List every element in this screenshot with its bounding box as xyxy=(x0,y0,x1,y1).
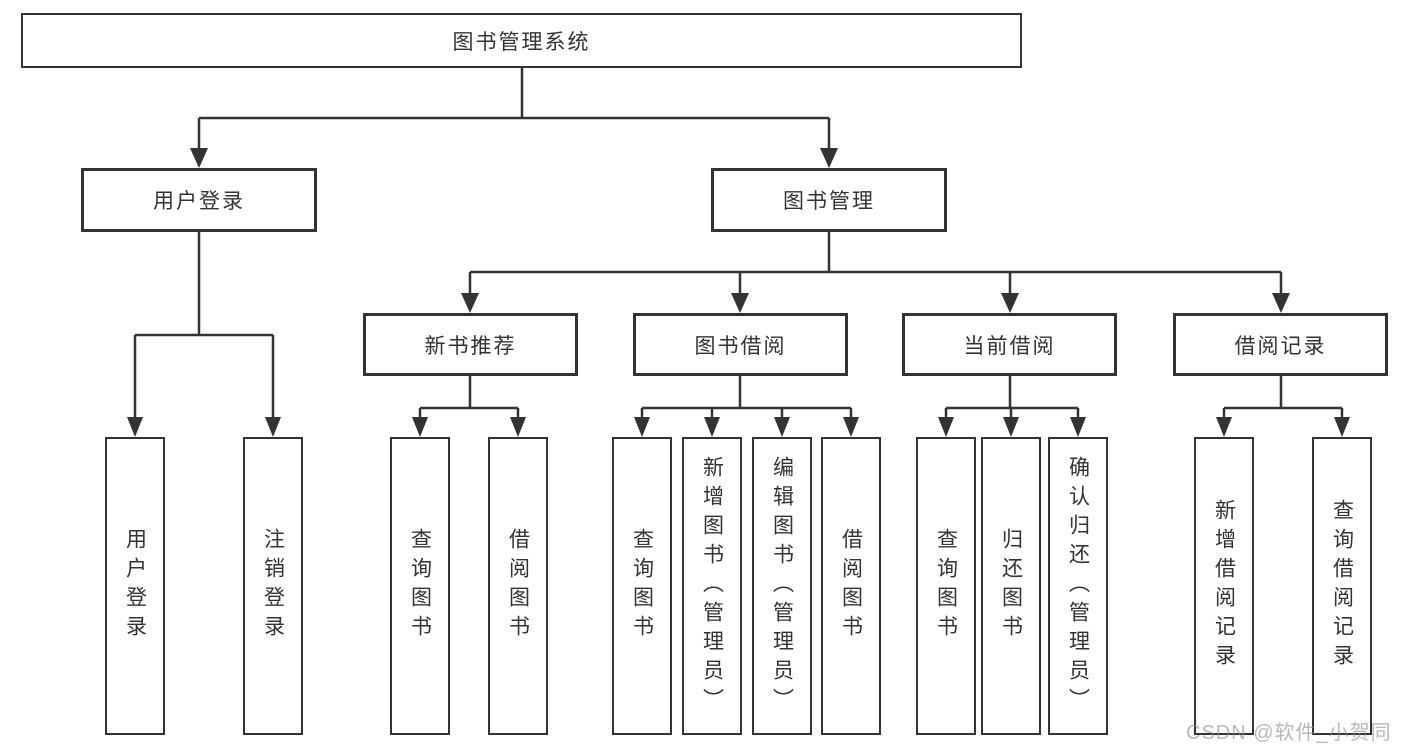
leaf-query-borrow-record: 查询借阅记录 xyxy=(1312,437,1372,735)
arrowhead-icon xyxy=(1070,417,1086,437)
arrowhead-icon xyxy=(1272,293,1290,313)
arrowhead-icon xyxy=(190,148,208,168)
leaf-label: 确认归还（管理员） xyxy=(1066,455,1090,717)
arrowhead-icon xyxy=(265,417,281,437)
arrowhead-icon xyxy=(634,417,650,437)
leaf-return-books: 归还图书 xyxy=(981,437,1041,735)
node-new-book-recommendation: 新书推荐 xyxy=(363,313,578,376)
connector-book-borrowing xyxy=(634,376,859,437)
node-label: 图书管理 xyxy=(783,190,875,213)
arrowhead-icon xyxy=(510,417,526,437)
leaf-label: 查询图书 xyxy=(630,528,654,644)
leaf-add-borrow-record: 新增借阅记录 xyxy=(1194,437,1254,735)
leaf-label: 新增图书（管理员） xyxy=(700,455,724,717)
connector-borrowing-records xyxy=(1216,376,1350,437)
connector-new-book-recommendation xyxy=(412,376,526,437)
arrowhead-icon xyxy=(938,417,954,437)
leaf-add-books-admin: 新增图书（管理员） xyxy=(682,437,742,735)
node-label: 当前借阅 xyxy=(963,334,1056,358)
leaf-label: 借阅图书 xyxy=(506,528,530,644)
node-book-management: 图书管理 xyxy=(711,168,947,232)
leaf-query-books-recommend: 查询图书 xyxy=(390,437,450,735)
connector-current-borrowing xyxy=(938,376,1086,437)
leaf-query-books-current: 查询图书 xyxy=(916,437,976,735)
node-label: 用户登录 xyxy=(153,190,245,213)
node-user-login: 用户登录 xyxy=(81,168,317,232)
leaf-borrow-books-recommend: 借阅图书 xyxy=(488,437,548,735)
arrowhead-icon xyxy=(1216,417,1232,437)
leaf-label: 编辑图书（管理员） xyxy=(770,455,794,717)
arrowhead-icon xyxy=(461,293,479,313)
node-book-borrowing: 图书借阅 xyxy=(633,313,848,376)
connector-user-login xyxy=(127,232,281,437)
leaf-confirm-return-admin: 确认归还（管理员） xyxy=(1048,437,1108,735)
leaf-label: 借阅图书 xyxy=(839,528,863,644)
arrowhead-icon xyxy=(731,293,749,313)
leaf-edit-books-admin: 编辑图书（管理员） xyxy=(752,437,812,735)
arrowhead-icon xyxy=(704,417,720,437)
leaf-user-login: 用户登录 xyxy=(105,437,165,735)
leaf-label: 查询图书 xyxy=(934,528,958,644)
node-current-borrowing: 当前借阅 xyxy=(902,313,1117,376)
arrowhead-icon xyxy=(412,417,428,437)
connector-root xyxy=(190,68,838,168)
node-label: 借阅记录 xyxy=(1234,334,1327,358)
arrowhead-icon xyxy=(127,417,143,437)
connector-book-management xyxy=(461,232,1290,313)
arrowhead-icon xyxy=(774,417,790,437)
arrowhead-icon xyxy=(843,417,859,437)
node-label: 图书借阅 xyxy=(694,334,787,358)
leaf-borrow-books-borrowing: 借阅图书 xyxy=(821,437,881,735)
arrowhead-icon xyxy=(820,148,838,168)
leaf-label: 归还图书 xyxy=(999,528,1023,644)
leaf-label: 查询图书 xyxy=(408,528,432,644)
leaf-label: 注销登录 xyxy=(261,528,285,644)
node-root: 图书管理系统 xyxy=(21,13,1022,68)
leaf-label: 新增借阅记录 xyxy=(1212,499,1236,673)
node-borrowing-records: 借阅记录 xyxy=(1173,313,1388,376)
arrowhead-icon xyxy=(1003,417,1019,437)
leaf-label: 查询借阅记录 xyxy=(1330,499,1354,673)
arrowhead-icon xyxy=(1334,417,1350,437)
node-label: 图书管理系统 xyxy=(452,30,591,54)
leaf-label: 用户登录 xyxy=(123,528,147,644)
arrowhead-icon xyxy=(1001,293,1019,313)
leaf-query-books-borrowing: 查询图书 xyxy=(612,437,672,735)
leaf-logout: 注销登录 xyxy=(243,437,303,735)
node-label: 新书推荐 xyxy=(424,334,517,358)
